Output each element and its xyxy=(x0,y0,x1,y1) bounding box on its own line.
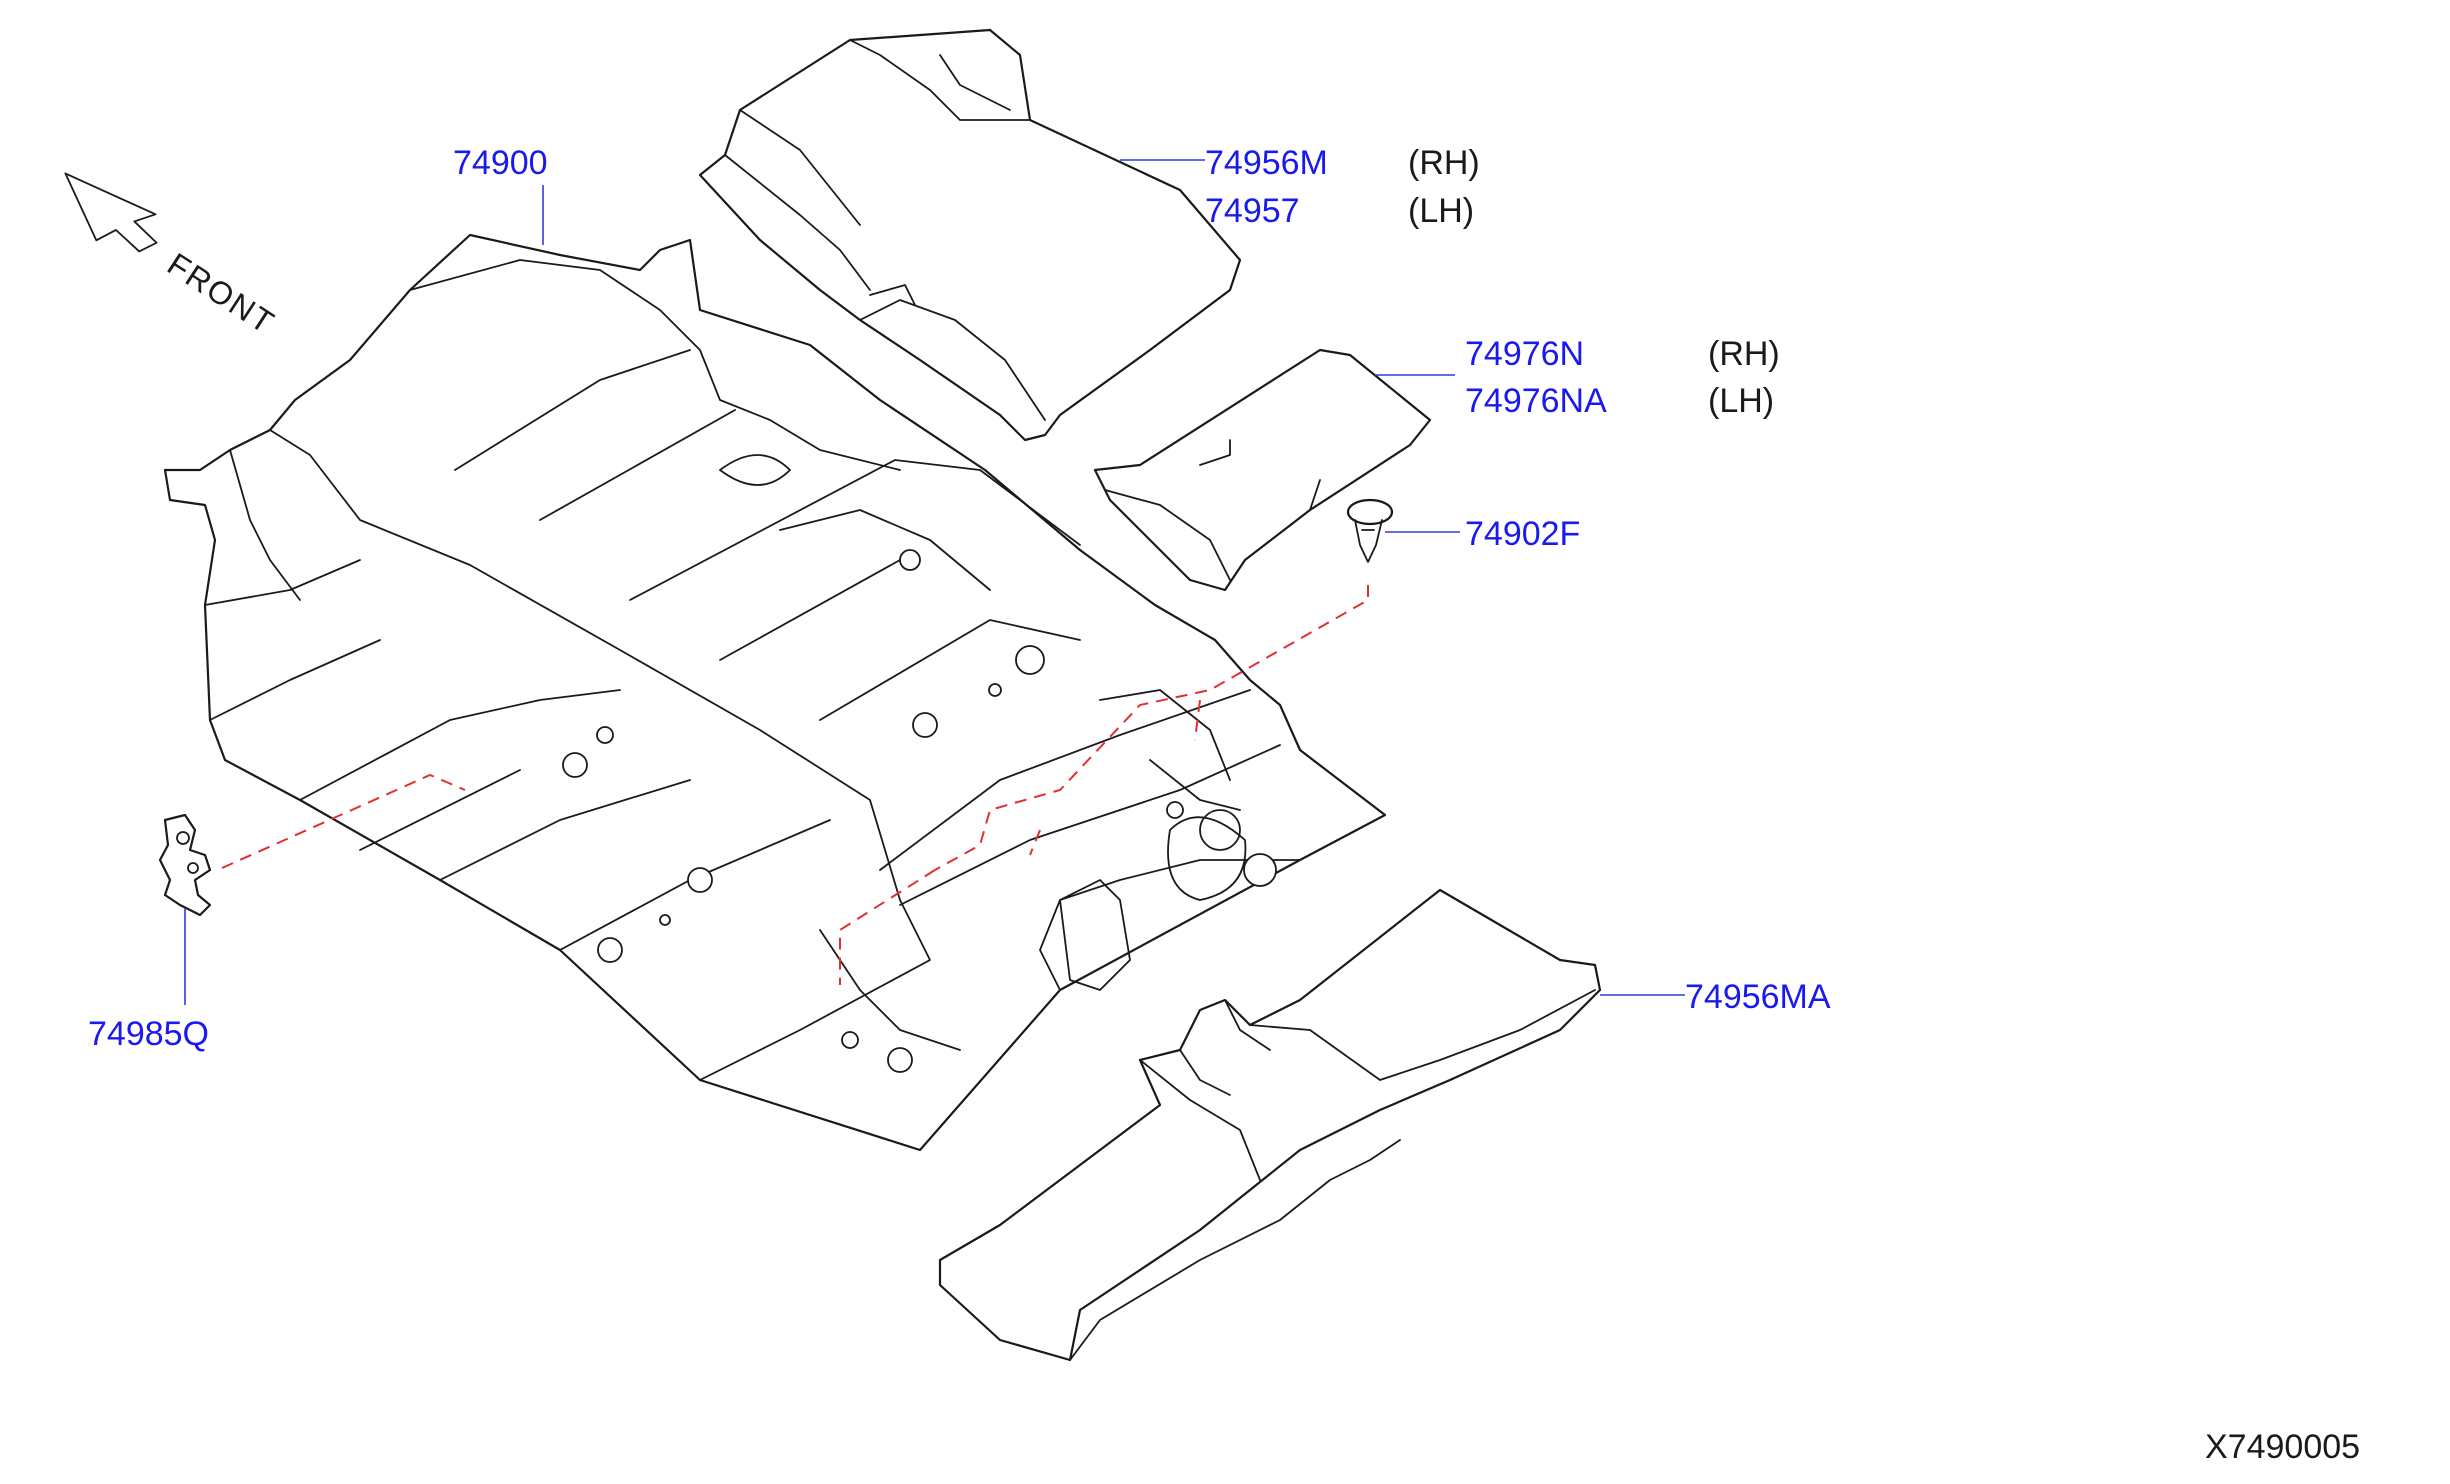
rear-floor-mat xyxy=(938,888,1602,1362)
leader-lines xyxy=(184,159,1685,1005)
floor-pad xyxy=(1093,348,1432,592)
callout-front-mat-lh[interactable]: 74957 xyxy=(1205,192,1300,230)
callout-pad-lh-side: (LH) xyxy=(1708,382,1774,420)
dashed-guides xyxy=(221,585,1369,985)
front-floor-mat xyxy=(698,28,1242,442)
callout-front-mat-lh-side: (LH) xyxy=(1408,192,1474,230)
callout-clip[interactable]: 74902F xyxy=(1465,515,1580,553)
callout-front-mat-rh[interactable]: 74956M xyxy=(1205,144,1328,182)
callout-front-mat-rh-side: (RH) xyxy=(1408,144,1480,182)
hook-part xyxy=(158,813,212,917)
callout-main-carpet[interactable]: 74900 xyxy=(453,144,548,182)
callout-pad-rh-side: (RH) xyxy=(1708,335,1780,373)
callout-rear-mat[interactable]: 74956MA xyxy=(1685,978,1831,1016)
clip-part xyxy=(1346,498,1394,563)
callout-pad-lh[interactable]: 74976NA xyxy=(1465,382,1607,420)
front-arrow-icon xyxy=(64,172,158,253)
front-label: FRONT xyxy=(161,246,281,342)
main-floor-carpet xyxy=(163,233,1387,1152)
diagram-code: X7490005 xyxy=(2205,1428,2360,1466)
callout-pad-rh[interactable]: 74976N xyxy=(1465,335,1584,373)
callout-hook[interactable]: 74985Q xyxy=(88,1015,209,1053)
